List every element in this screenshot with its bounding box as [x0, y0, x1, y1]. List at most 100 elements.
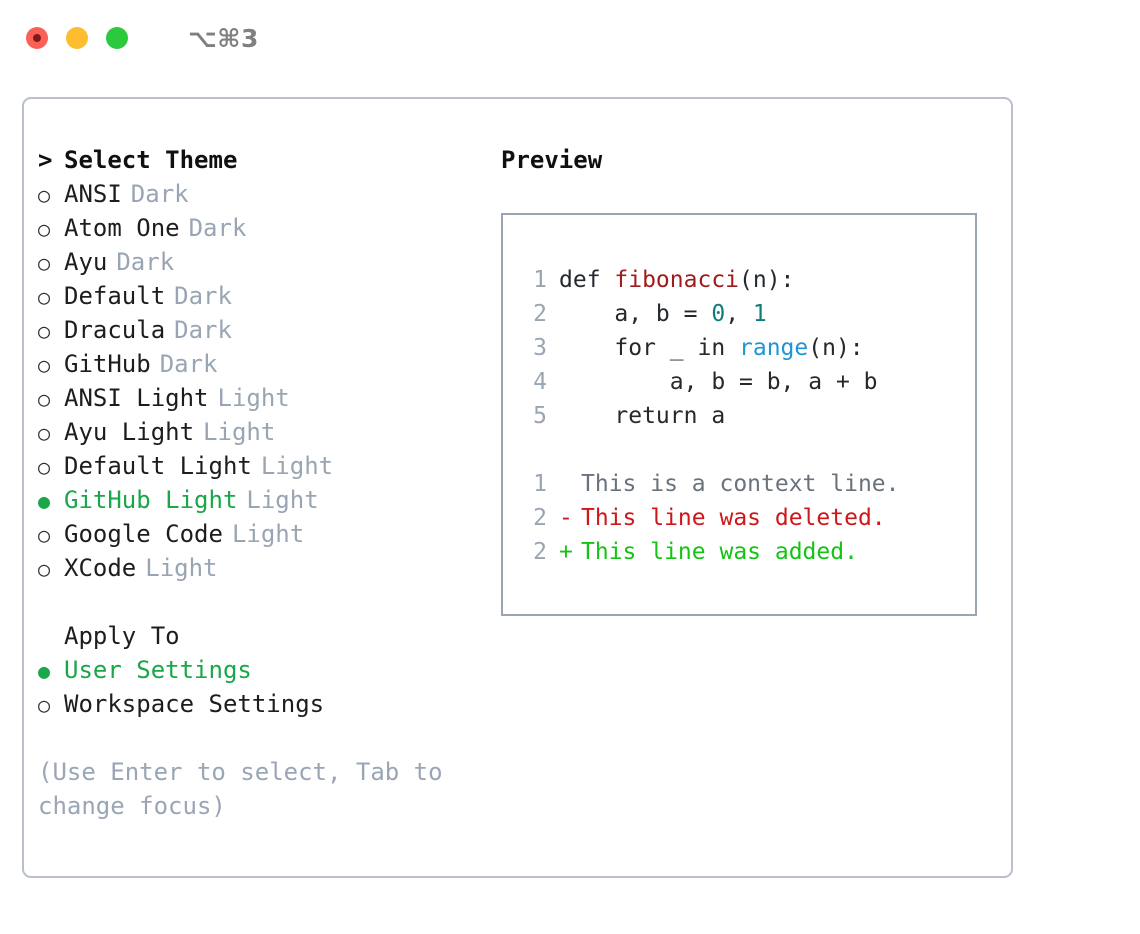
- theme-option-label: ANSI: [64, 180, 122, 208]
- theme-variant-badge: Light: [246, 486, 319, 514]
- line-number: 2: [533, 301, 547, 327]
- code-line: 4 a, b = b, a + b: [503, 365, 975, 399]
- close-button[interactable]: [26, 27, 48, 49]
- diff-sample: 1 This is a context line.2-This line was…: [503, 467, 975, 569]
- radio-unselected-icon: ○: [38, 285, 51, 309]
- theme-variant-badge: Dark: [130, 180, 189, 208]
- theme-option-10[interactable]: ○ Google Code Light: [38, 517, 488, 551]
- window-controls: [26, 27, 128, 49]
- line-number: 2: [533, 505, 547, 531]
- token-num: 0: [711, 301, 726, 327]
- theme-option-2[interactable]: ○ Ayu Dark: [38, 245, 488, 279]
- theme-option-6[interactable]: ○ ANSI Light Light: [38, 381, 488, 415]
- title-bar: ⌥⌘3: [0, 0, 1140, 76]
- code-line: 5 return a: [503, 399, 975, 433]
- theme-variant-badge: Dark: [174, 316, 232, 344]
- theme-option-9[interactable]: ● GitHub Light Light: [38, 483, 488, 517]
- diff-marker-icon: [559, 467, 581, 501]
- token-fn: fibonacci: [614, 267, 740, 293]
- line-number: 1: [533, 471, 547, 497]
- apply-to-option-1[interactable]: ○ Workspace Settings: [38, 687, 488, 721]
- theme-variant-badge: Dark: [174, 282, 232, 310]
- token-plain: for _ in: [559, 335, 740, 361]
- radio-unselected-icon: ○: [38, 693, 51, 717]
- theme-option-5[interactable]: ○ GitHub Dark: [38, 347, 488, 381]
- radio-unselected-icon: ○: [38, 387, 51, 411]
- preview-title: Preview: [501, 146, 603, 174]
- theme-variant-badge: Light: [260, 452, 334, 480]
- code-text: a, b = b, a + b: [559, 365, 878, 399]
- page-title: Select Theme: [64, 146, 238, 174]
- theme-option-label: ANSI Light: [64, 384, 209, 412]
- code-line: 3 for _ in range(n):: [503, 331, 975, 365]
- token-plain: def: [559, 267, 615, 293]
- theme-option-label: Atom One: [64, 214, 180, 242]
- theme-option-0[interactable]: ○ ANSI Dark: [38, 177, 488, 211]
- radio-unselected-icon: ○: [38, 251, 51, 275]
- radio-unselected-icon: ○: [38, 217, 51, 241]
- theme-option-label: GitHub Light: [64, 486, 238, 514]
- line-number: 3: [533, 335, 547, 361]
- maximize-button[interactable]: [106, 27, 128, 49]
- theme-variant-badge: Light: [217, 384, 290, 412]
- theme-option-label: Ayu: [64, 248, 108, 276]
- radio-selected-icon: ●: [38, 489, 51, 513]
- code-text: for _ in range(n):: [559, 331, 864, 365]
- token-plain: (n):: [808, 335, 864, 361]
- code-text: a, b = 0, 1: [559, 297, 767, 331]
- theme-option-label: Dracula: [64, 316, 166, 344]
- token-num: 1: [752, 301, 767, 327]
- diff-text: This is a context line.: [581, 471, 900, 497]
- radio-unselected-icon: ○: [38, 557, 51, 581]
- diff-line-context: 1 This is a context line.: [503, 467, 975, 501]
- radio-selected-icon: ●: [38, 659, 51, 683]
- token-builtin: range: [739, 335, 809, 361]
- spacer: [503, 433, 975, 467]
- radio-unselected-icon: ○: [38, 455, 51, 479]
- token-plain: a, b = b, a + b: [559, 369, 878, 395]
- radio-unselected-icon: ○: [38, 523, 51, 547]
- token-plain: (n):: [739, 267, 795, 293]
- code-line: 1 def fibonacci(n):: [503, 263, 975, 297]
- theme-option-label: Google Code: [64, 520, 223, 548]
- token-plain: a, b =: [559, 301, 712, 327]
- diff-line-del: 2-This line was deleted.: [503, 501, 975, 535]
- theme-variant-badge: Dark: [116, 248, 175, 276]
- theme-option-4[interactable]: ○ Dracula Dark: [38, 313, 488, 347]
- minimize-button[interactable]: [66, 27, 88, 49]
- apply-to-list: ●User Settings ○ Workspace Settings: [38, 653, 488, 721]
- code-line: 2 a, b = 0, 1: [503, 297, 975, 331]
- apply-to-title: Apply To: [64, 622, 180, 650]
- radio-unselected-icon: ○: [38, 183, 51, 207]
- select-theme-header: > Select Theme: [38, 143, 488, 177]
- theme-variant-badge: Dark: [159, 350, 218, 378]
- theme-variant-badge: Light: [231, 520, 305, 548]
- apply-to-option-0[interactable]: ●User Settings: [38, 653, 488, 687]
- theme-variant-badge: Light: [145, 554, 218, 582]
- diff-text: This line was added.: [581, 539, 858, 565]
- spacer-icon: ○: [38, 620, 64, 654]
- line-number: 1: [533, 267, 547, 293]
- code-text: return a: [559, 399, 725, 433]
- line-number: 4: [533, 369, 547, 395]
- code-text: def fibonacci(n):: [559, 263, 794, 297]
- apply-to-option-label: Workspace Settings: [64, 690, 325, 718]
- radio-unselected-icon: ○: [38, 319, 51, 343]
- keyboard-shortcut-label: ⌥⌘3: [188, 23, 259, 53]
- spacer: [38, 585, 488, 619]
- caret-icon: >: [38, 146, 53, 174]
- diff-text: This line was deleted.: [581, 505, 886, 531]
- radio-unselected-icon: ○: [38, 353, 51, 377]
- token-plain: ,: [725, 301, 753, 327]
- diff-marker-icon: +: [559, 539, 573, 565]
- theme-option-label: GitHub: [64, 350, 151, 378]
